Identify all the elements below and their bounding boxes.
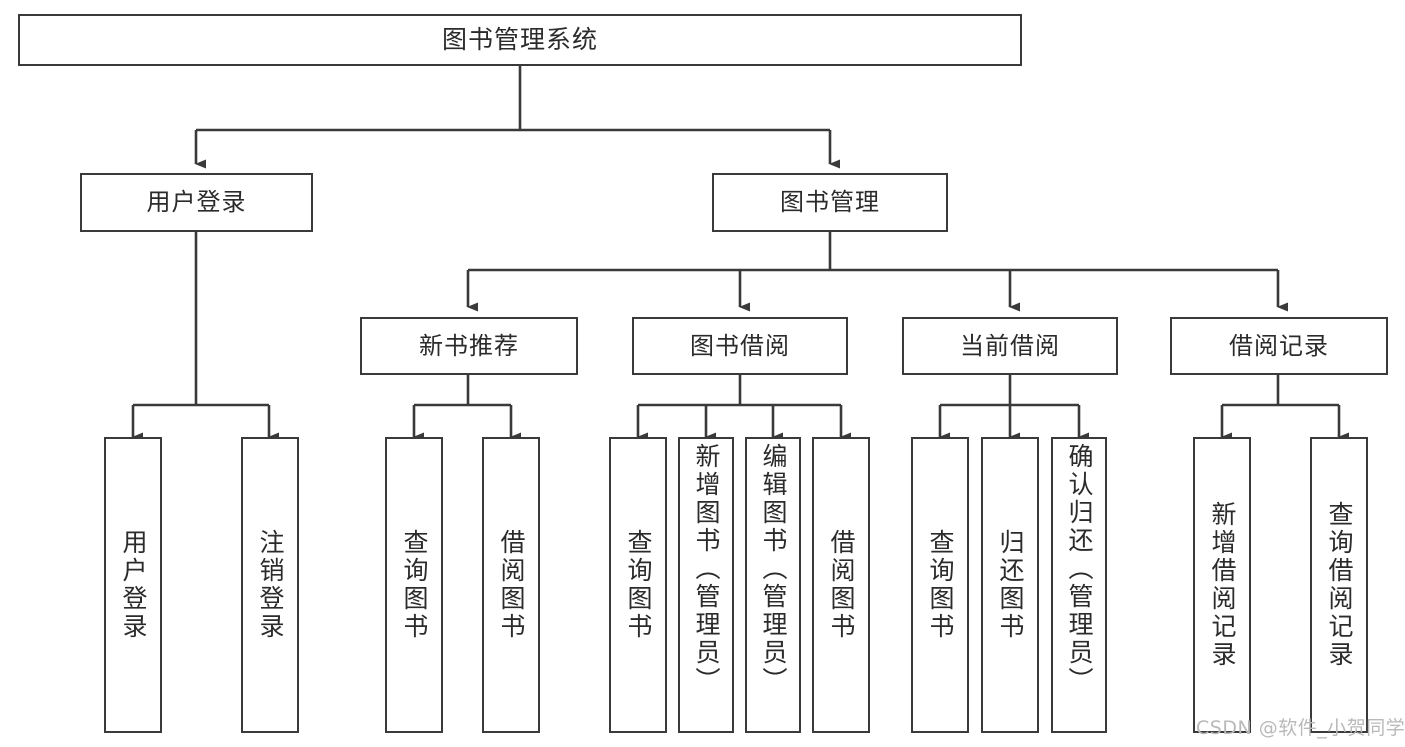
node-leaf-9[interactable]: 查询图书 xyxy=(911,437,969,733)
node-leaf-7[interactable]: 编辑图书（管理员） xyxy=(745,437,801,733)
node-book-manage-label: 图书管理 xyxy=(780,188,880,217)
node-borrow-record-label: 借阅记录 xyxy=(1229,331,1329,360)
node-leaf-9-label: 查询图书 xyxy=(926,529,955,641)
node-leaf-5[interactable]: 查询图书 xyxy=(609,437,667,733)
node-leaf-8-label: 借阅图书 xyxy=(827,529,856,641)
node-leaf-13[interactable]: 查询借阅记录 xyxy=(1310,437,1368,733)
node-leaf-7-label: 编辑图书（管理员） xyxy=(759,443,788,695)
node-root[interactable]: 图书管理系统 xyxy=(18,14,1022,66)
node-leaf-12[interactable]: 新增借阅记录 xyxy=(1193,437,1251,733)
node-borrow-record[interactable]: 借阅记录 xyxy=(1170,317,1388,375)
node-leaf-12-label: 新增借阅记录 xyxy=(1208,501,1237,669)
node-leaf-2-label: 注销登录 xyxy=(256,529,285,641)
node-current-borrow[interactable]: 当前借阅 xyxy=(902,317,1118,375)
node-leaf-3-label: 查询图书 xyxy=(400,529,429,641)
node-leaf-13-label: 查询借阅记录 xyxy=(1325,501,1354,669)
node-leaf-5-label: 查询图书 xyxy=(624,529,653,641)
node-leaf-6[interactable]: 新增图书（管理员） xyxy=(678,437,734,733)
node-leaf-2[interactable]: 注销登录 xyxy=(241,437,299,733)
node-current-borrow-label: 当前借阅 xyxy=(960,331,1060,360)
node-new-book-rec[interactable]: 新书推荐 xyxy=(360,317,578,375)
node-leaf-4[interactable]: 借阅图书 xyxy=(482,437,540,733)
node-leaf-10[interactable]: 归还图书 xyxy=(981,437,1039,733)
node-root-label: 图书管理系统 xyxy=(441,25,598,54)
node-book-borrow[interactable]: 图书借阅 xyxy=(632,317,848,375)
node-leaf-3[interactable]: 查询图书 xyxy=(385,437,443,733)
node-leaf-4-label: 借阅图书 xyxy=(497,529,526,641)
node-leaf-11-label: 确认归还（管理员） xyxy=(1065,443,1094,695)
node-user-login[interactable]: 用户登录 xyxy=(80,173,313,232)
node-user-login-label: 用户登录 xyxy=(146,188,247,217)
node-book-manage[interactable]: 图书管理 xyxy=(712,173,948,232)
node-leaf-1[interactable]: 用户登录 xyxy=(104,437,162,733)
watermark-text: CSDN @软件_小贺同学 xyxy=(1196,717,1405,739)
node-leaf-1-label: 用户登录 xyxy=(119,529,148,641)
node-new-book-rec-label: 新书推荐 xyxy=(419,331,519,360)
node-leaf-10-label: 归还图书 xyxy=(996,529,1025,641)
node-leaf-11[interactable]: 确认归还（管理员） xyxy=(1051,437,1107,733)
node-book-borrow-label: 图书借阅 xyxy=(690,331,790,360)
node-leaf-8[interactable]: 借阅图书 xyxy=(812,437,870,733)
node-leaf-6-label: 新增图书（管理员） xyxy=(692,443,721,695)
